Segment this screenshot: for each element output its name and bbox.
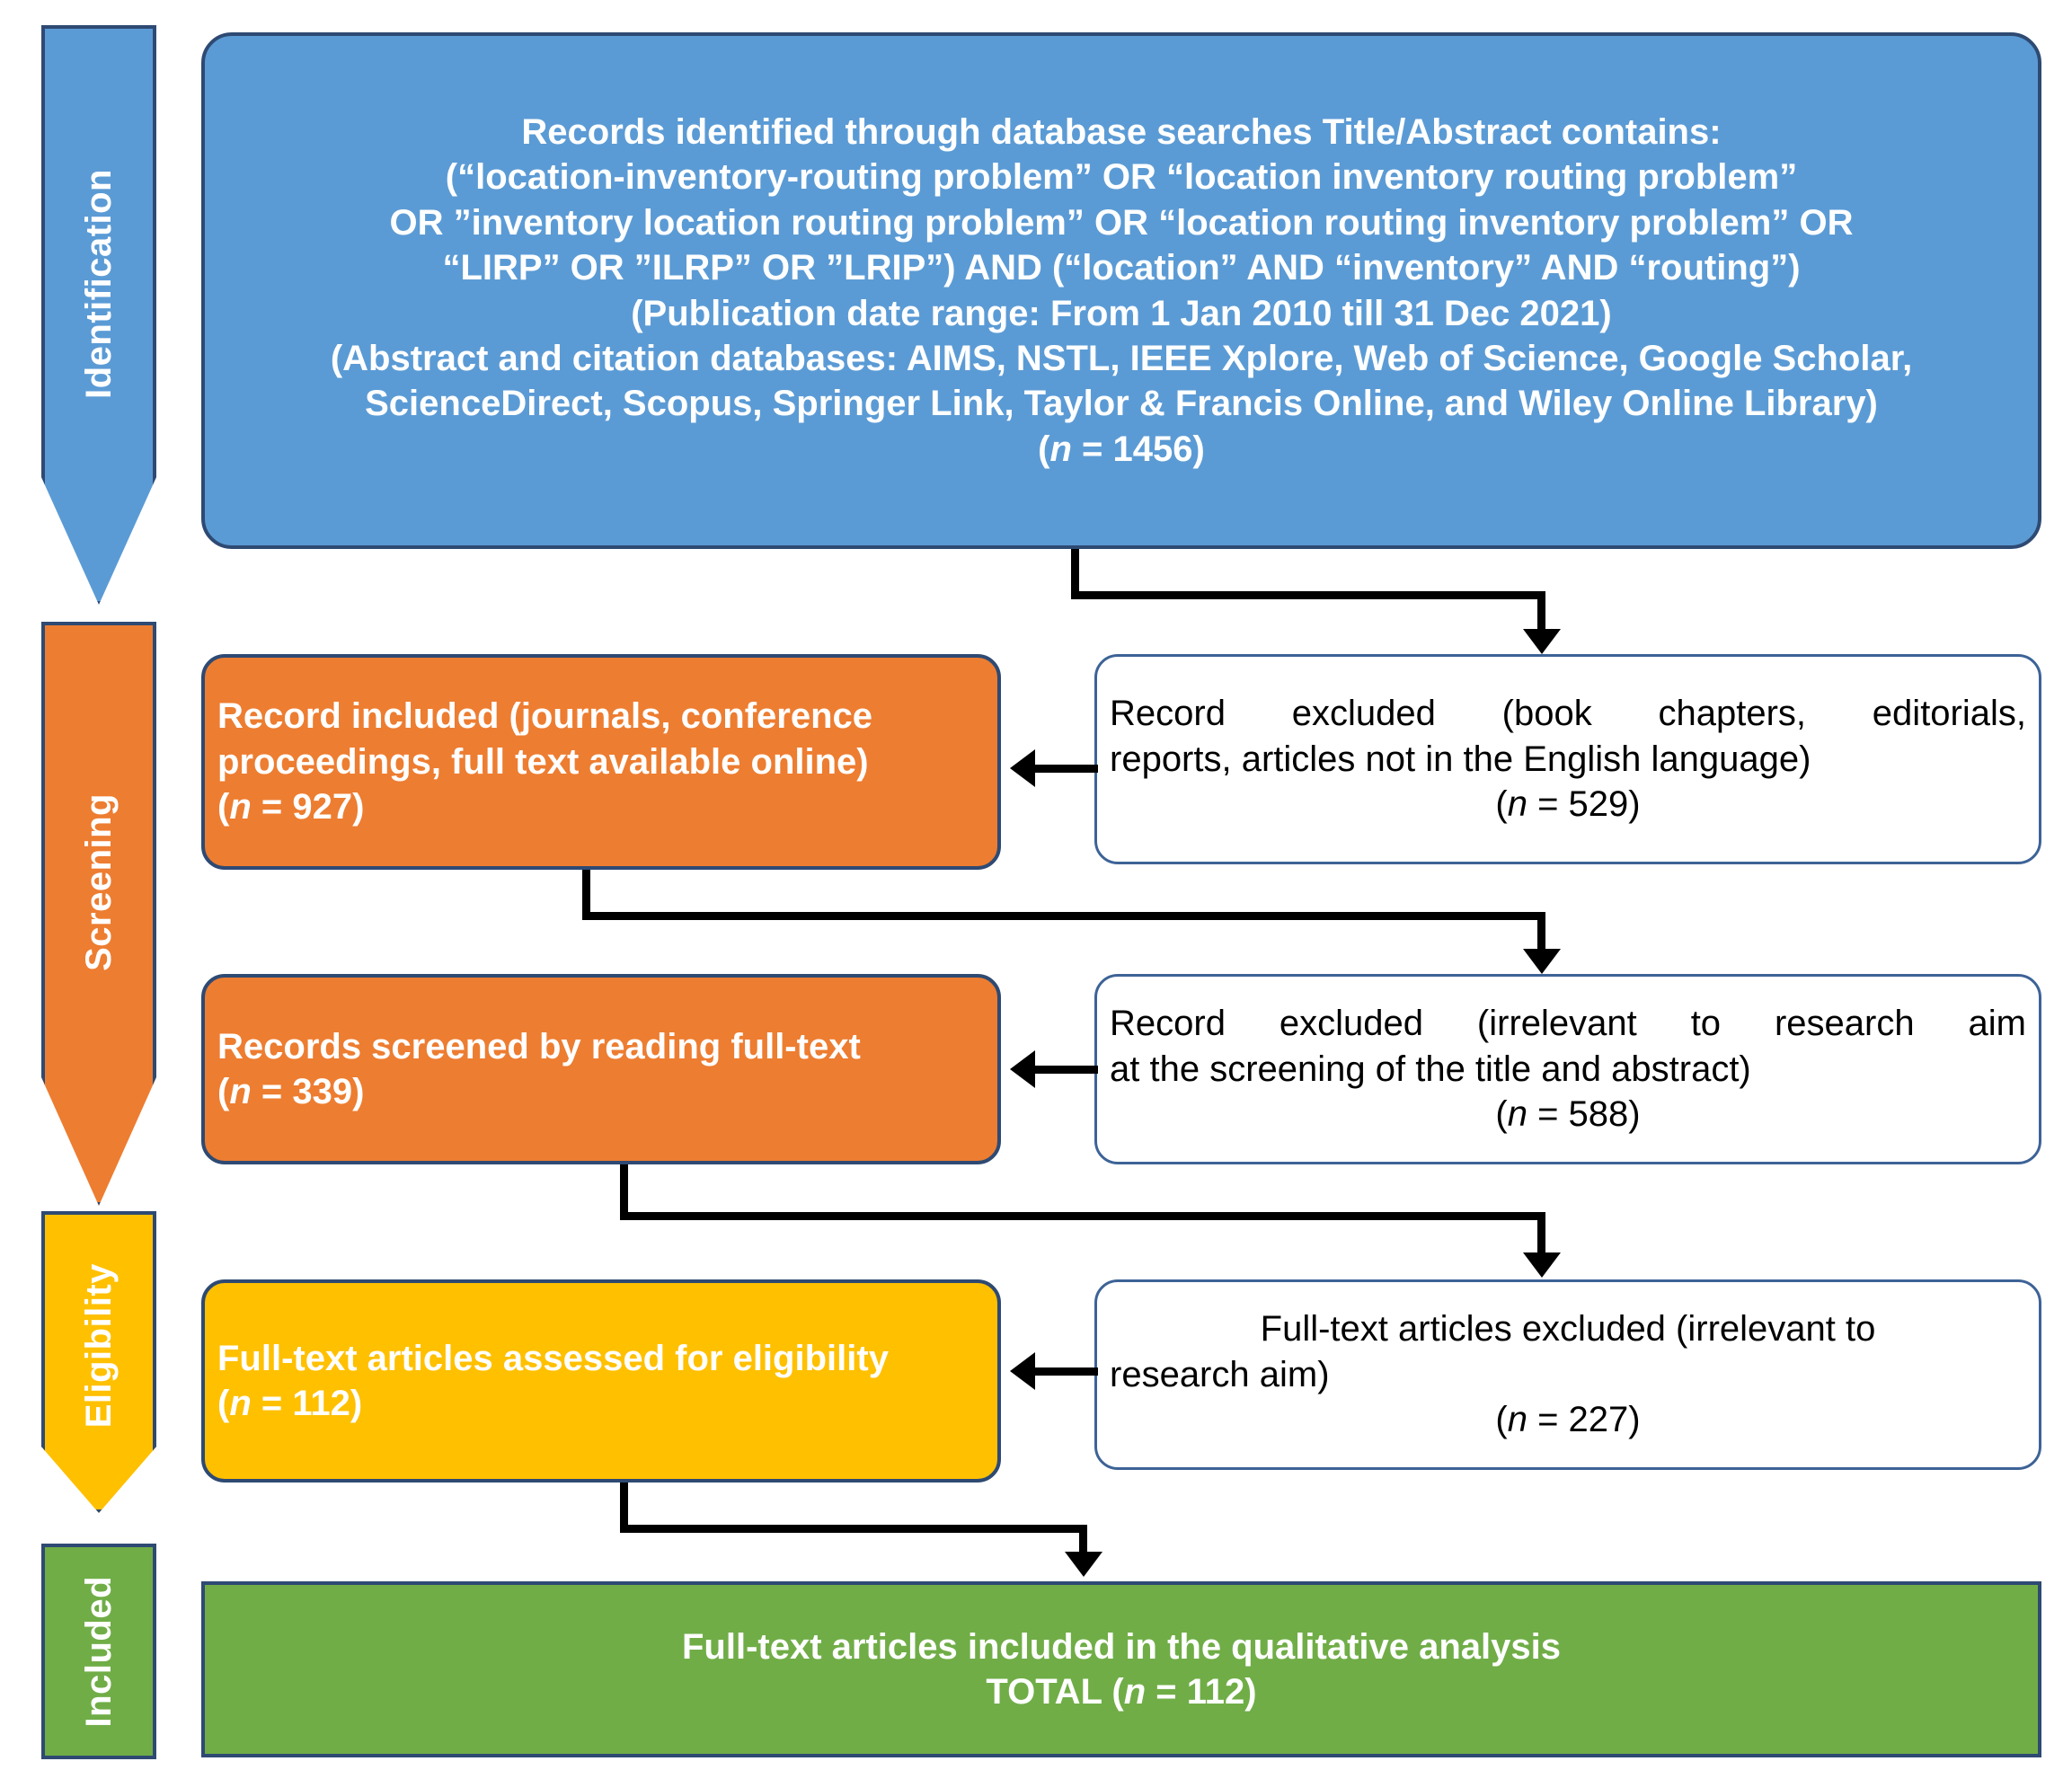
- node-final-included-line-0: Full-text articles included in the quali…: [681, 1626, 1562, 1667]
- node-record-excluded-2: Record excluded (irrelevant to research …: [1094, 974, 2041, 1164]
- node-fulltext-excluded-count: (n = 227): [1110, 1397, 2026, 1442]
- node-record-excluded-2-line-0: Record excluded (irrelevant to research …: [1110, 1004, 2026, 1044]
- node-record-included-line-0: Record included (journals, conference: [217, 696, 873, 737]
- node-record-included-count: (n = 927): [217, 784, 985, 829]
- connector-2-horiz: [1035, 765, 1098, 773]
- connector-5-vert-a: [620, 1164, 628, 1220]
- connector-5-horiz: [620, 1212, 1545, 1220]
- count-open-paren: (: [1495, 1094, 1508, 1135]
- node-record-included: Record included (journals, conference pr…: [201, 654, 1001, 870]
- node-records-identified-line-3: “LIRP” OR ”ILRP” OR ”LRIP”) AND (“locati…: [442, 248, 1801, 288]
- node-records-screened: Records screened by reading full-text (n…: [201, 974, 1001, 1164]
- count-n-symbol: n: [229, 1384, 252, 1423]
- node-record-included-line-1: proceedings, full text available online): [217, 741, 869, 782]
- stage-included-label: Included: [79, 1575, 119, 1728]
- connector-1-horiz: [1071, 591, 1545, 599]
- count-value: = 112): [251, 1384, 363, 1423]
- connector-1-vert-a: [1071, 549, 1079, 599]
- node-final-included: Full-text articles included in the quali…: [201, 1581, 2041, 1757]
- node-records-identified-line-4: (Publication date range: From 1 Jan 2010…: [631, 293, 1612, 333]
- connector-1-arrowhead: [1523, 629, 1561, 654]
- node-records-identified-line-0: Records identified through database sear…: [521, 111, 1722, 152]
- count-value: = 588): [1527, 1094, 1641, 1135]
- count-open-paren: (: [217, 787, 230, 828]
- stage-eligibility-label: Eligibility: [79, 1263, 119, 1429]
- node-fulltext-excluded: Full-text articles excluded (irrelevant …: [1094, 1279, 2041, 1470]
- node-records-identified-count: (n = 1456): [331, 427, 1912, 472]
- count-open-paren: (: [1495, 784, 1508, 825]
- count-value: = 529): [1527, 784, 1641, 825]
- node-records-screened-count: (n = 339): [217, 1069, 985, 1114]
- node-fulltext-excluded-line-1: research aim): [1110, 1354, 1330, 1394]
- count-n-symbol: n: [1507, 1400, 1527, 1440]
- node-records-screened-line-0: Records screened by reading full-text: [217, 1026, 861, 1067]
- count-n-symbol: n: [1049, 429, 1072, 469]
- stage-identification: Identification: [41, 25, 156, 605]
- node-records-identified-line-5: (Abstract and citation databases: AIMS, …: [330, 338, 1913, 378]
- node-record-excluded-1-line-1: reports, articles not in the English lan…: [1110, 739, 1811, 779]
- node-records-identified-line-2: OR ”inventory location routing problem” …: [389, 202, 1854, 243]
- connector-3-vert-a: [582, 870, 590, 920]
- connector-2-arrowhead: [1010, 749, 1035, 787]
- stage-eligibility-outline: [41, 1211, 156, 1513]
- stage-eligibility: Eligibility: [41, 1211, 156, 1513]
- node-records-identified-line-1: (“location-inventory-routing problem” OR…: [445, 157, 1798, 198]
- node-final-included-total: TOTAL (n = 112): [682, 1669, 1561, 1714]
- node-record-excluded-1-line-0: Record excluded (book chapters, editoria…: [1110, 694, 2026, 734]
- stage-included: Included: [41, 1544, 156, 1759]
- stage-screening: Screening: [41, 622, 156, 1206]
- connector-3-vert-b: [1537, 912, 1545, 955]
- node-records-identified-line-6: ScienceDirect, Scopus, Springer Link, Ta…: [365, 384, 1878, 424]
- connector-6-arrowhead: [1010, 1352, 1035, 1390]
- node-fulltext-excluded-line-0: Full-text articles excluded (irrelevant …: [1260, 1309, 1876, 1350]
- connector-3-horiz: [582, 912, 1545, 920]
- connector-6-horiz: [1035, 1367, 1098, 1376]
- count-value: = 339): [251, 1072, 365, 1111]
- node-assessed-eligibility-line-0: Full-text articles assessed for eligibil…: [217, 1338, 889, 1378]
- node-record-excluded-2-count: (n = 588): [1110, 1092, 2026, 1137]
- total-value: = 112): [1146, 1672, 1257, 1712]
- count-open-paren: (: [217, 1072, 230, 1111]
- node-record-excluded-1: Record excluded (book chapters, editoria…: [1094, 654, 2041, 864]
- connector-3-arrowhead: [1523, 949, 1561, 974]
- count-open-paren: (: [1495, 1400, 1508, 1440]
- connector-1-vert-b: [1537, 591, 1545, 634]
- connector-7-horiz: [620, 1525, 1087, 1533]
- connector-7-arrowhead: [1065, 1552, 1102, 1577]
- count-n-symbol: n: [229, 1072, 252, 1111]
- count-value: = 1456): [1071, 429, 1205, 469]
- stage-identification-label: Identification: [79, 168, 119, 399]
- count-value: = 227): [1527, 1400, 1641, 1440]
- connector-4-arrowhead: [1010, 1050, 1035, 1088]
- count-n-symbol: n: [229, 787, 252, 828]
- count-open-paren: (: [217, 1384, 230, 1423]
- node-assessed-eligibility-count: (n = 112): [217, 1381, 985, 1426]
- total-n-symbol: n: [1123, 1672, 1147, 1712]
- count-n-symbol: n: [1507, 784, 1527, 825]
- connector-4-horiz: [1035, 1066, 1098, 1074]
- stage-screening-outline: [41, 622, 156, 1206]
- count-n-symbol: n: [1507, 1094, 1527, 1135]
- connector-7-vert-b: [1079, 1525, 1087, 1557]
- stage-screening-label: Screening: [79, 793, 119, 971]
- connector-5-arrowhead: [1523, 1252, 1561, 1278]
- node-record-excluded-2-line-1: at the screening of the title and abstra…: [1110, 1049, 1751, 1089]
- node-records-identified: Records identified through database sear…: [201, 32, 2041, 549]
- count-open-paren: (: [1038, 429, 1050, 469]
- connector-5-vert-b: [1537, 1212, 1545, 1259]
- node-assessed-eligibility: Full-text articles assessed for eligibil…: [201, 1279, 1001, 1482]
- total-label: TOTAL (: [986, 1672, 1124, 1712]
- connector-7-vert-a: [620, 1482, 628, 1533]
- count-value: = 927): [251, 787, 365, 828]
- node-record-excluded-1-count: (n = 529): [1110, 782, 2026, 827]
- stage-identification-outline: [41, 25, 156, 605]
